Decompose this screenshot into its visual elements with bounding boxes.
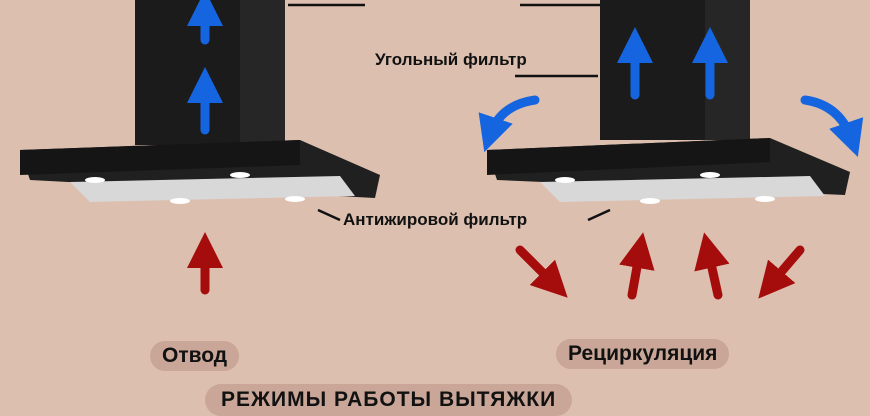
recirculation-mode-label: Рециркуляция xyxy=(556,339,730,369)
recirculation-hood xyxy=(487,0,850,204)
red-arrow-up-icon xyxy=(619,232,655,300)
page-title: РЕЖИМЫ РАБОТЫ ВЫТЯЖКИ xyxy=(205,384,573,416)
grease-filter-label: Антижировой фильтр xyxy=(343,210,528,229)
red-arrow-icon xyxy=(758,245,805,299)
blue-curved-arrow-icon xyxy=(478,95,540,153)
red-arrow-up-icon xyxy=(694,232,730,300)
exhaust-mode-label: Отвод xyxy=(150,341,240,371)
carbon-filter-label: Угольный фильтр xyxy=(375,50,527,69)
blue-curved-arrow-icon xyxy=(800,95,864,158)
diagram-illustration xyxy=(20,0,864,300)
red-arrow-icon xyxy=(515,245,568,298)
exhaust-hood xyxy=(20,0,380,204)
